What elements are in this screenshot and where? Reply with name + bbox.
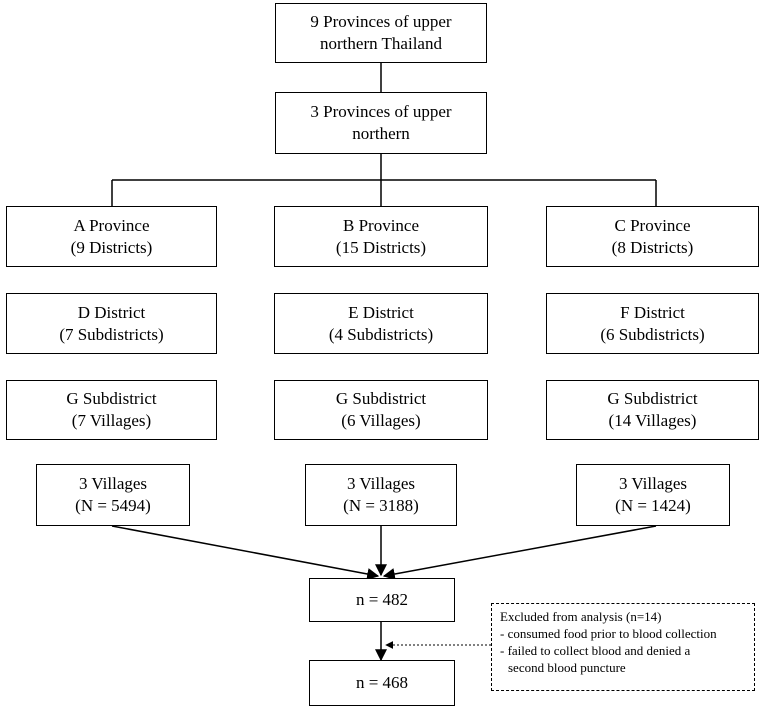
box-province-c: C Province (8 Districts) <box>546 206 759 267</box>
district-f-name: F District <box>620 302 685 322</box>
box-upper-northern-thailand: 9 Provinces of upper northern Thailand <box>275 3 487 63</box>
excluded-reason-food: - consumed food prior to blood collectio… <box>500 626 717 641</box>
district-e-name: E District <box>348 302 414 322</box>
province-a-count: (9 Districts) <box>70 237 153 257</box>
subdistrict-c-count: (14 Villages) <box>608 411 697 430</box>
province-c-name: C Province <box>614 215 691 235</box>
villages-a-name: 3 Villages <box>78 474 148 493</box>
box-villages-c: 3 Villages (N = 1424) <box>576 464 730 526</box>
villages-b-count: (N = 3188) <box>343 496 419 515</box>
box-subdistrict-a: G Subdistrict (7 Villages) <box>6 380 217 440</box>
subdistrict-c-name: G Subdistrict <box>607 389 698 408</box>
province-b-count: (15 Districts) <box>335 237 427 257</box>
box-three-provinces-line1: 3 Provinces of upper <box>310 102 452 121</box>
arrow-c-to-sample <box>382 525 657 580</box>
district-e-count: (4 Subdistricts) <box>328 324 434 344</box>
district-d-count: (7 Subdistricts) <box>59 324 164 344</box>
box-villages-a: 3 Villages (N = 5494) <box>36 464 190 526</box>
box-three-provinces: 3 Provinces of upper northern <box>275 92 487 154</box>
box-district-d: D District (7 Subdistricts) <box>6 293 217 354</box>
subdistrict-a-name: G Subdistrict <box>66 389 157 408</box>
box-final-468: n = 468 <box>309 660 455 706</box>
province-a-name: A Province <box>73 215 150 235</box>
box-province-b: B Province (15 Districts) <box>274 206 488 267</box>
excluded-title: Excluded from analysis (n=14) <box>500 609 662 624</box>
villages-c-count: (N = 1424) <box>615 496 691 515</box>
final-468-label: n = 468 <box>355 673 409 692</box>
villages-c-name: 3 Villages <box>618 474 688 493</box>
box-three-provinces-line2: northern <box>352 124 410 143</box>
province-c-count: (8 Districts) <box>611 237 694 257</box>
box-subdistrict-c: G Subdistrict (14 Villages) <box>546 380 759 440</box>
box-province-a: A Province (9 Districts) <box>6 206 217 267</box>
box-subdistrict-b: G Subdistrict (6 Villages) <box>274 380 488 440</box>
box-district-f: F District (6 Subdistricts) <box>546 293 759 354</box>
excluded-reason-blood-cont: second blood puncture <box>508 660 626 675</box>
province-b-name: B Province <box>342 215 420 235</box>
excluded-reason-blood: - failed to collect blood and denied a <box>500 643 691 658</box>
subdistrict-a-count: (7 Villages) <box>71 411 152 430</box>
box-sample-482: n = 482 <box>309 578 455 622</box>
subdistrict-b-name: G Subdistrict <box>335 389 427 408</box>
excluded-note: Excluded from analysis (n=14) - consumed… <box>491 603 755 691</box>
box-district-e: E District (4 Subdistricts) <box>274 293 488 354</box>
sample-482-label: n = 482 <box>355 590 409 609</box>
arrow-a-to-sample <box>111 525 380 580</box>
box-villages-b: 3 Villages (N = 3188) <box>305 464 457 526</box>
villages-a-count: (N = 5494) <box>75 496 151 515</box>
box-upper-northern-thailand-line1: 9 Provinces of upper <box>310 12 452 31</box>
subdistrict-b-count: (6 Villages) <box>341 411 421 430</box>
district-d-name: D District <box>77 302 146 322</box>
villages-b-name: 3 Villages <box>346 474 416 493</box>
district-f-count: (6 Subdistricts) <box>600 324 705 344</box>
box-upper-northern-thailand-line2: northern Thailand <box>320 34 442 53</box>
